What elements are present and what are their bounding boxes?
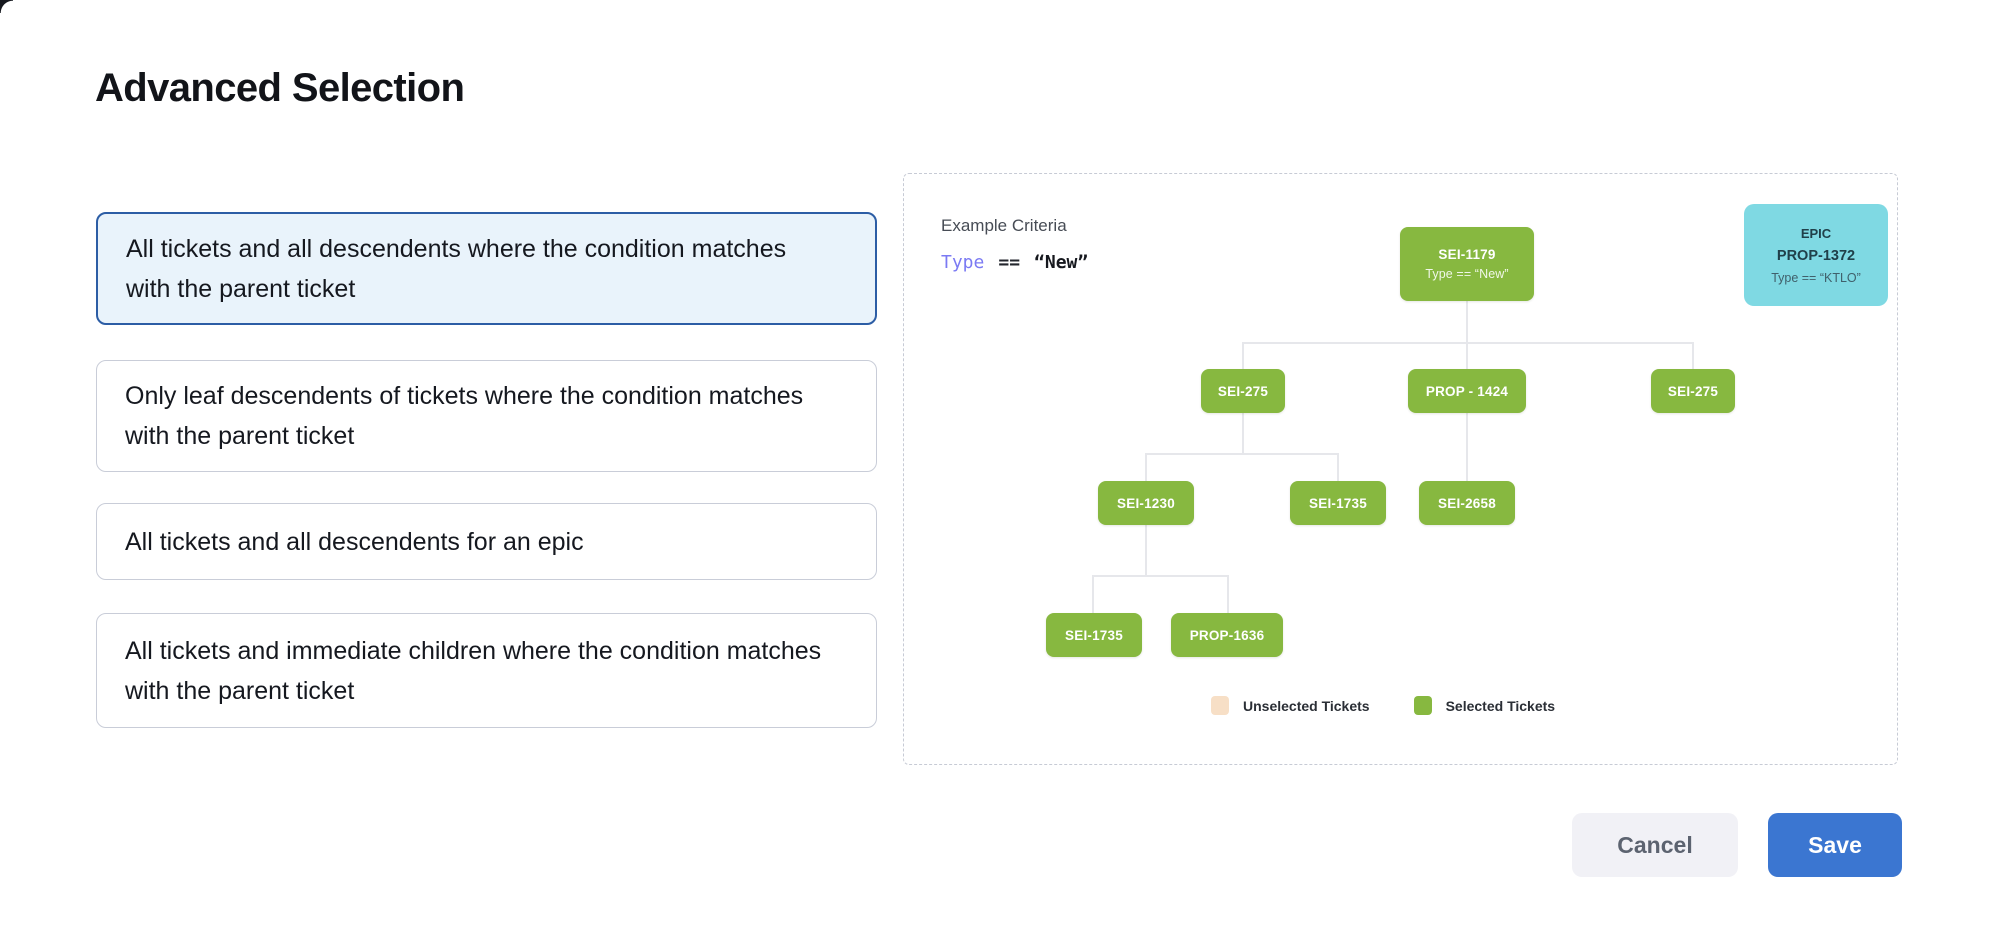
criteria-value: “New” bbox=[1034, 252, 1089, 273]
connector-line bbox=[1242, 413, 1244, 453]
tree-node-label: PROP - 1424 bbox=[1425, 383, 1509, 399]
window-corner-artifact bbox=[0, 0, 13, 13]
tree-node: PROP-1636 bbox=[1171, 613, 1283, 657]
tree-node-label: PROP-1636 bbox=[1189, 627, 1265, 643]
tree-node-root: SEI-1179 Type == “New” bbox=[1400, 227, 1534, 301]
connector-line bbox=[1466, 413, 1468, 481]
page-title: Advanced Selection bbox=[95, 66, 465, 110]
connector-line bbox=[1466, 342, 1468, 369]
connector-line bbox=[1466, 301, 1468, 342]
legend: Unselected Tickets Selected Tickets bbox=[1211, 696, 1555, 715]
option-card-all-descendents-condition[interactable]: All tickets and all descendents where th… bbox=[96, 212, 877, 325]
unselected-tickets-swatch bbox=[1211, 696, 1229, 715]
option-card-leaf-descendents-condition[interactable]: Only leaf descendents of tickets where t… bbox=[96, 360, 877, 472]
tree-node-label: SEI-1230 bbox=[1117, 495, 1175, 511]
cancel-button[interactable]: Cancel bbox=[1572, 813, 1738, 877]
epic-ticket-id: PROP-1372 bbox=[1776, 247, 1856, 264]
tree-node-label: SEI-2658 bbox=[1438, 495, 1496, 511]
tree-node-label: SEI-275 bbox=[1667, 383, 1719, 399]
tree-node: SEI-1230 bbox=[1098, 481, 1194, 525]
option-label: All tickets and all descendents for an e… bbox=[125, 527, 584, 556]
epic-ticket-card: EPIC PROP-1372 Type == “KTLO” bbox=[1744, 204, 1888, 306]
tree-node-label: SEI-1735 bbox=[1065, 627, 1123, 643]
option-label: All tickets and immediate children where… bbox=[125, 636, 822, 705]
criteria-field: Type bbox=[941, 252, 985, 273]
connector-line bbox=[1092, 575, 1229, 577]
legend-label: Unselected Tickets bbox=[1243, 697, 1370, 714]
tree-node: SEI-275 bbox=[1201, 369, 1285, 413]
tree-node-condition: Type == “New” bbox=[1425, 267, 1509, 281]
connector-line bbox=[1145, 453, 1147, 481]
tree-node: SEI-275 bbox=[1651, 369, 1735, 413]
legend-item-unselected: Unselected Tickets bbox=[1211, 696, 1370, 715]
connector-line bbox=[1227, 575, 1229, 613]
tree-node-label: SEI-275 bbox=[1217, 383, 1269, 399]
option-card-immediate-children-condition[interactable]: All tickets and immediate children where… bbox=[96, 613, 877, 728]
epic-condition: Type == “KTLO” bbox=[1771, 270, 1861, 285]
connector-line bbox=[1092, 575, 1094, 613]
tree-node: SEI-1735 bbox=[1290, 481, 1386, 525]
connector-line bbox=[1242, 342, 1244, 369]
example-diagram-panel: Example Criteria Type == “New” EPIC PROP-1… bbox=[903, 173, 1898, 765]
criteria-operator: == bbox=[998, 252, 1021, 273]
criteria-expression: Type == “New” bbox=[941, 252, 1088, 273]
connector-line bbox=[1145, 453, 1339, 455]
connector-line bbox=[1145, 525, 1147, 575]
tree-node: SEI-2658 bbox=[1419, 481, 1515, 525]
epic-type-label: EPIC bbox=[1800, 225, 1832, 241]
tree-node: PROP - 1424 bbox=[1408, 369, 1526, 413]
example-criteria-heading: Example Criteria bbox=[941, 216, 1067, 235]
tree-node-label: SEI-1179 bbox=[1438, 247, 1496, 262]
legend-item-selected: Selected Tickets bbox=[1413, 696, 1556, 715]
tree-node: SEI-1735 bbox=[1046, 613, 1142, 657]
legend-label: Selected Tickets bbox=[1445, 697, 1556, 714]
option-label: Only leaf descendents of tickets where t… bbox=[125, 382, 804, 450]
selected-tickets-swatch bbox=[1413, 696, 1432, 715]
connector-line bbox=[1337, 453, 1339, 481]
connector-line bbox=[1242, 342, 1694, 344]
option-label: All tickets and all descendents where th… bbox=[126, 234, 787, 303]
option-card-all-descendents-epic[interactable]: All tickets and all descendents for an e… bbox=[96, 503, 877, 580]
tree-node-label: SEI-1735 bbox=[1309, 495, 1367, 511]
save-button[interactable]: Save bbox=[1768, 813, 1902, 877]
connector-line bbox=[1692, 342, 1694, 369]
